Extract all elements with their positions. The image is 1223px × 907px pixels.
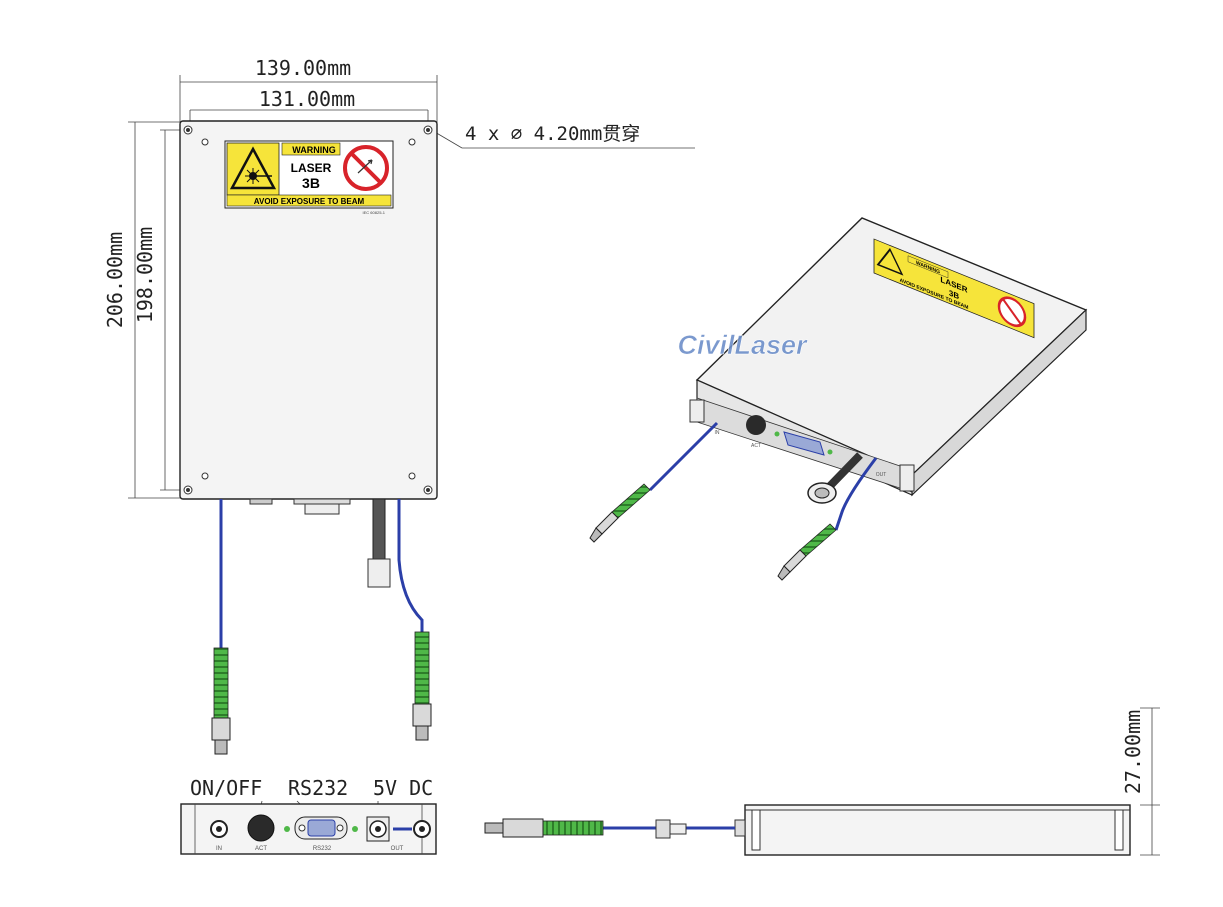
mounting-hole-icon (183, 125, 433, 495)
power-button (247, 814, 275, 842)
port-act-label: ACT (255, 846, 267, 852)
port-out-label: OUT (391, 846, 404, 852)
side-view: 27.00mm (484, 707, 1160, 856)
iso-rs232-connector (783, 431, 825, 456)
height-dimensions: 206.00mm 198.00mm (103, 121, 190, 499)
iso-act-label: ACT (751, 443, 761, 449)
thickness-label: 27.00mm (1121, 710, 1145, 794)
front-panel-view: ON/OFF RS232 5V DC IN ACT RS232 OUT (180, 776, 437, 855)
iso-out-label: OUT (876, 472, 887, 478)
callout-on-off: ON/OFF (190, 776, 262, 800)
no-viewing-icon (343, 145, 389, 191)
hole-callout: 4 x ∅ 4.20mm贯穿 (427, 123, 695, 149)
port-rs232-label: RS232 (313, 846, 332, 852)
fiber-in-top (211, 499, 231, 755)
bottom-edge-hardware (249, 498, 391, 588)
holes-label: 4 x ∅ 4.20mm贯穿 (465, 123, 640, 145)
top-view: 139.00mm 131.00mm 206.00mm 198.00mm 4 x … (103, 56, 695, 755)
warning-small-code: IEC 60825-1 (363, 210, 386, 215)
port-in-label: IN (216, 846, 222, 852)
callout-5v-dc: 5V DC (373, 776, 433, 800)
warning-class-line1: LASER (291, 161, 332, 175)
laser-hazard-icon (229, 146, 277, 190)
warning-label: WARNING LASER 3B AVOID EXPOSURE TO BEAM … (224, 140, 394, 215)
rs232-connector (307, 819, 336, 837)
module-side (744, 804, 1131, 856)
isometric-view: WARNING LASER 3B AVOID EXPOSURE TO BEAM … (589, 217, 1088, 581)
inner-width-label: 131.00mm (259, 87, 355, 111)
iso-in-label: IN (715, 430, 720, 436)
fiber-out-top (397, 499, 432, 741)
warning-footer: AVOID EXPOSURE TO BEAM (254, 197, 365, 206)
inner-height-label: 198.00mm (133, 227, 157, 323)
watermark-logo: CivilLaser (677, 330, 808, 360)
warning-class-line2: 3B (302, 175, 320, 191)
width-dimensions: 139.00mm 131.00mm (179, 56, 438, 130)
iso-power-button (746, 415, 766, 435)
callout-rs232: RS232 (288, 776, 348, 800)
iso-warning-class2: 3B (949, 288, 959, 302)
outer-height-label: 206.00mm (103, 232, 127, 328)
warning-header: WARNING (292, 145, 336, 155)
fiber-connector-icon (213, 647, 229, 719)
outer-width-label: 139.00mm (255, 56, 351, 80)
